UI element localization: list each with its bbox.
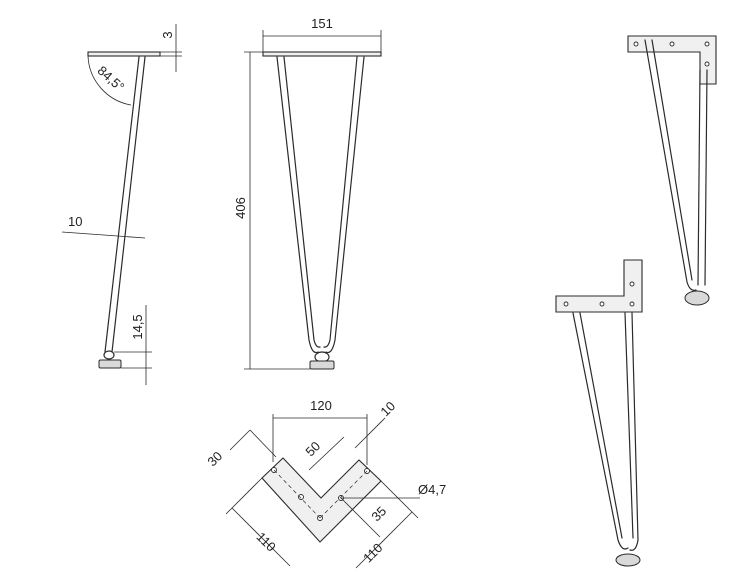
front-view-rod-left: [276, 56, 319, 354]
rod-diameter-dim-line: [61, 231, 146, 239]
perspective-bottom-rod-d: [629, 312, 639, 551]
arm-width-ext: [249, 429, 277, 458]
perspective-bottom-rod-b: [579, 312, 623, 539]
arm-width-dim-line: [229, 429, 251, 451]
side-view: 3 84,5° 10 14,5: [61, 24, 182, 385]
foot-height-label: 14,5: [130, 314, 145, 339]
bracket-plate-view: 120 30 10 50 Ø4,7 35 110 110: [204, 398, 446, 569]
perspective-bottom-hole-2: [599, 301, 605, 307]
side-view-foot: [98, 359, 122, 369]
perspective-top-rod-b: [651, 39, 693, 281]
leg-angle-arc: [87, 55, 132, 106]
front-view-rod-right: [325, 56, 365, 354]
perspective-view-top: [627, 35, 717, 306]
plate-span-label: 120: [310, 398, 332, 413]
side-view-rod-loop: [103, 350, 115, 360]
perspective-top-hole-4: [704, 61, 710, 67]
perspective-bottom-foot: [615, 553, 641, 567]
front-view-rod-left-inner: [283, 56, 321, 348]
perspective-top-rod-d: [704, 69, 708, 286]
perspective-bottom-hole-1: [563, 301, 569, 307]
side-view-rod-inner: [111, 56, 146, 353]
perspective-top-foot: [684, 290, 710, 306]
arm-length-left-ext-top: [225, 477, 263, 515]
side-view-top-plate: [87, 51, 161, 57]
perspective-top-hole-2: [669, 41, 675, 47]
perspective-top-hole-1: [633, 41, 639, 47]
perspective-bottom-plate: [555, 259, 643, 313]
bracket-hole-2: [298, 494, 304, 500]
hole-diameter-label: Ø4,7: [418, 482, 446, 497]
hole-spacing-label: 50: [302, 438, 323, 459]
perspective-bottom-rod-c: [624, 312, 634, 539]
perspective-bottom-hole-3: [629, 301, 635, 307]
top-width-label: 151: [311, 16, 333, 31]
front-view-top-plate: [262, 51, 382, 57]
leg-angle-label: 84,5°: [95, 63, 128, 95]
front-view: 151 406: [233, 16, 382, 370]
arm-length-left-dim-line: [231, 507, 291, 567]
side-view-rod-outer: [104, 56, 140, 353]
leg-height-label: 406: [233, 197, 248, 219]
hole-offset-dim-line: [340, 497, 381, 538]
bar-offset-label: 10: [377, 398, 398, 419]
perspective-top-hole-3: [704, 41, 710, 47]
hole-spacing-dim-line: [308, 436, 345, 471]
perspective-view-bottom: [555, 259, 643, 567]
bar-offset-dim-line: [354, 417, 386, 449]
perspective-top-rod-a: [644, 39, 697, 291]
front-view-foot: [309, 360, 335, 370]
perspective-bottom-rod-a: [572, 312, 629, 550]
perspective-top-rod-c: [697, 69, 701, 286]
hole-offset-label: 35: [368, 503, 389, 524]
arm-length-right-label: 110: [360, 540, 385, 565]
plate-thickness-label: 3: [160, 31, 175, 38]
arm-length-right-dim-line: [355, 511, 413, 569]
rod-diameter-label: 10: [68, 214, 82, 229]
bracket-plate-outline: [261, 457, 382, 543]
arm-width-label: 30: [204, 448, 225, 469]
front-view-rod-right-inner: [323, 56, 358, 348]
perspective-bottom-hole-4: [629, 281, 635, 287]
